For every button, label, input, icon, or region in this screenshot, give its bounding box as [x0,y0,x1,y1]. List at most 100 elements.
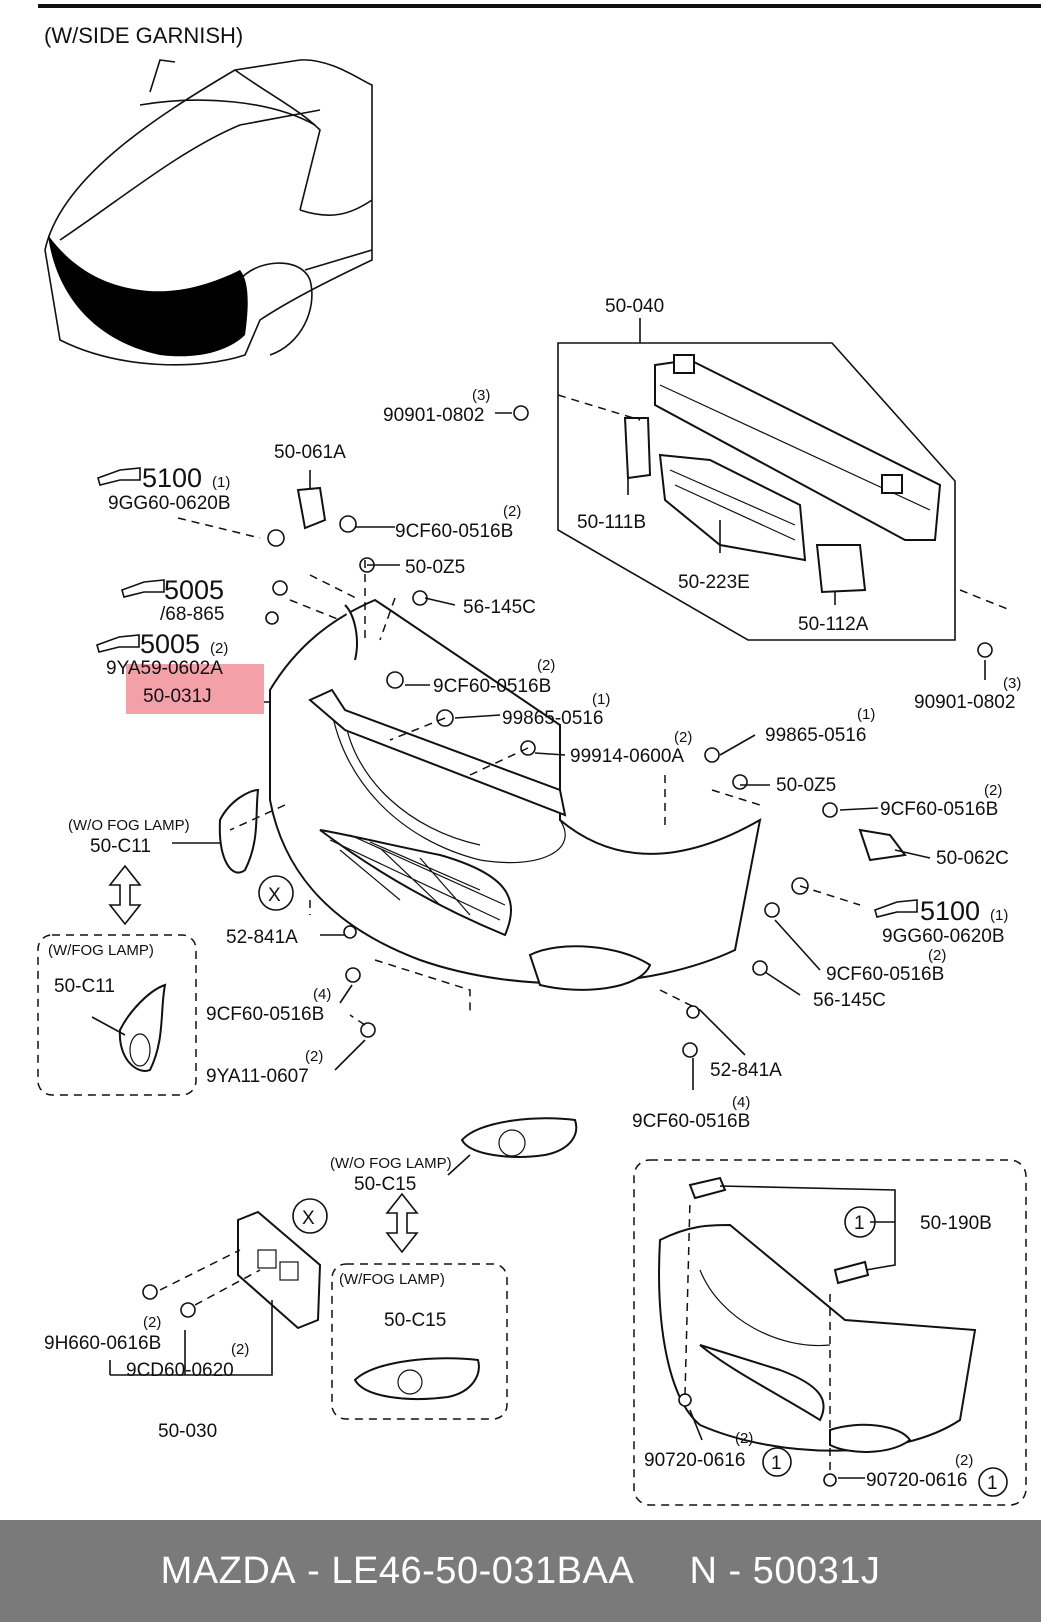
highlight-50-031J [126,664,264,714]
label-50-030: 50-030 [158,1421,217,1442]
qty-9CF60-b: (2) [537,657,555,674]
label-99914: 99914-0600A [570,746,684,767]
label-99865-a: 99865-0516 [502,708,603,729]
fasteners [142,405,993,1487]
label-9H660: 9H660-0616B [44,1333,161,1354]
label-50-C15-b: 50-C15 [384,1310,446,1331]
pointing-hand-icon [96,634,140,653]
qty-5005-b: (2) [210,640,228,657]
qty-90901-top: (3) [472,387,490,404]
bracket-50-061A [296,486,327,530]
w-fog-lamp-a: (W/FOG LAMP) [48,942,154,959]
label-9GG60-right: 9GG60-0620B [882,926,1005,947]
inset-bumper [658,1176,977,1453]
qty-9CF60-a: (2) [503,503,521,520]
label-50-040: 50-040 [605,296,664,317]
ref-5005-a: 5005 [164,575,224,605]
qty-9H660: (2) [143,1314,161,1331]
label-56-145C-top: 56-145C [463,597,536,618]
assembly-lines [159,517,861,1470]
label-90901-right: 90901-0802 [914,692,1015,713]
circle-1-c-ring [978,1467,1008,1497]
label-56-145C-right: 56-145C [813,990,886,1011]
ref-5005-a-sub: /68-865 [160,604,224,625]
circle-1-b: 1 [771,1453,782,1474]
w-fog-lamp-b: (W/FOG LAMP) [339,1271,445,1288]
swap-arrow-b [385,1192,419,1254]
swap-arrow-a [108,864,142,926]
label-50-0Z5-right: 50-0Z5 [776,775,836,796]
label-90720-b: 90720-0616 [866,1470,967,1491]
fog-hole-c [397,1369,423,1395]
label-9CF60-e: 9CF60-0516B [206,1004,324,1025]
footer-part-number: LE46-50-031BAA [331,1549,635,1592]
qty-90720-a: (2) [735,1430,753,1447]
x-mark-circle-b [292,1198,328,1234]
qty-90720-b: (2) [955,1452,973,1469]
part-footer: MAZDA - LE46-50-031BAA N - 50031J [0,1520,1041,1622]
qty-5100-left: (1) [212,474,230,491]
fog-cover-50-C15 [460,1117,578,1158]
circle-1-c: 1 [987,1473,998,1494]
label-52-841A-left: 52-841A [226,927,298,948]
footer-brand: MAZDA [160,1549,297,1592]
ref-5100-left: 5100 [142,463,202,493]
leader-lines [91,318,986,1479]
reinforcement-assembly [557,342,1011,641]
label-99865-b: 99865-0516 [765,725,866,746]
label-90720-a: 90720-0616 [644,1450,745,1471]
circle-1-b-ring [762,1447,792,1477]
fog-hole-b [498,1129,526,1157]
wfog-box-a [37,934,197,1096]
label-90901-top: 90901-0802 [383,405,484,426]
fog-cover-50-C11 [218,788,260,874]
footer-gap [634,1550,689,1593]
wo-fog-lamp-b: (W/O FOG LAMP) [330,1155,452,1172]
label-9CF60-d: 9CF60-0516B [826,964,944,985]
ref-5100-right: 5100 [920,896,980,926]
footer-ref: N - 50031J [689,1549,881,1592]
car-illustration [44,59,373,366]
qty-9CF60-e: (4) [313,986,331,1003]
qty-9YA11: (2) [305,1048,323,1065]
label-50-C15-a: 50-C15 [354,1174,416,1195]
qty-9CF60-c: (2) [984,782,1002,799]
ref-5005-b: 5005 [140,629,200,659]
label-52-841A-right: 52-841A [710,1060,782,1081]
qty-90901-right: (3) [1003,675,1021,692]
label-9CF60-a: 9CF60-0516B [395,521,513,542]
qty-5100-right: (1) [990,907,1008,924]
qty-9CD60: (2) [231,1341,249,1358]
label-50-C11-a: 50-C11 [90,836,151,857]
qty-99914: (2) [674,729,692,746]
x-mark-a: X [268,885,281,906]
circle-1-a-ring [844,1206,876,1238]
bracket-50-062C [858,828,907,862]
pointing-hand-icon [97,467,141,486]
x-mark-b: X [302,1208,315,1229]
qty-9CF60-d: (2) [928,947,946,964]
label-50-062C: 50-062C [936,848,1009,869]
label-9CF60-c: 9CF60-0516B [880,799,998,820]
parts-diagram: (W/SIDE GARNISH) 50-040 (3) 90901-0802 5… [37,4,1041,1506]
label-9CD60: 9CD60-0620 [126,1360,234,1381]
x-mark-circle-a [258,875,294,911]
diagram-canvas: (W/SIDE GARNISH) 50-040 (3) 90901-0802 5… [37,4,1041,1506]
fog-cover-50-C11-wfog [118,983,167,1072]
header-label: (W/SIDE GARNISH) [44,23,243,48]
license-bracket-50-030 [237,1210,322,1330]
qty-99865-b: (1) [857,706,875,723]
wfog-box-b [331,1263,508,1420]
label-50-061A: 50-061A [274,442,346,463]
qty-99865-a: (1) [592,691,610,708]
label-9YA59: 9YA59-0602A [106,658,223,679]
front-bumper [269,598,762,991]
inset-box [633,1159,1027,1506]
circle-1-a: 1 [854,1213,865,1234]
label-50-111B: 50-111B [577,512,646,533]
qty-9CF60-f: (4) [732,1094,750,1111]
label-9CF60-f: 9CF60-0516B [632,1111,750,1132]
label-50-C11-b: 50-C11 [54,976,115,997]
wo-fog-lamp-a: (W/O FOG LAMP) [68,817,190,834]
label-9CF60-b: 9CF60-0516B [433,676,551,697]
